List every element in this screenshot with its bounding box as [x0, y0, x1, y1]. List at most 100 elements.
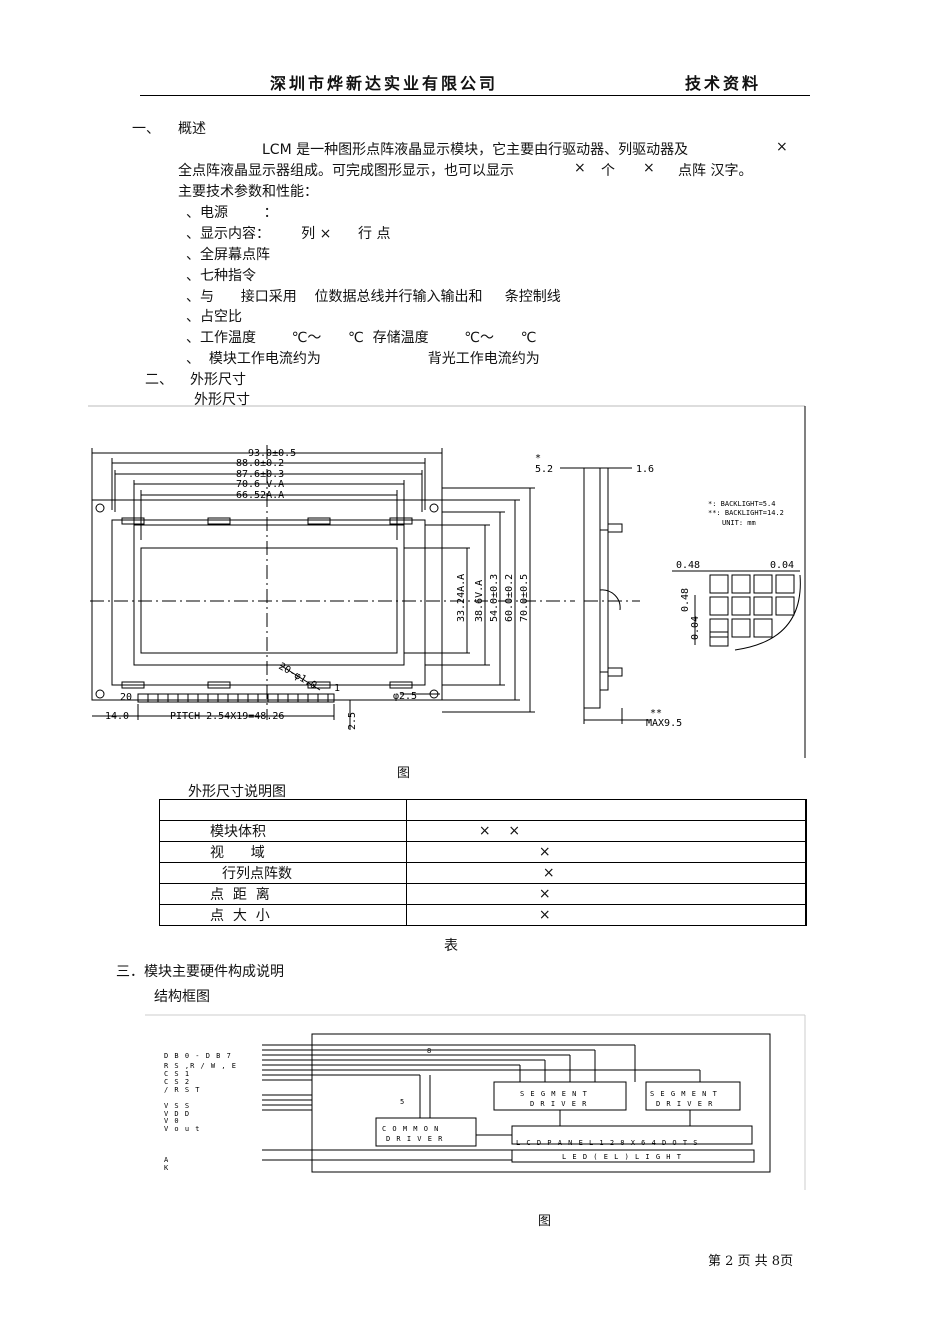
page-footer: 第 2 页 共 8页: [708, 1254, 794, 1269]
section1-para-line3: 主要技术参数和性能：: [178, 184, 318, 200]
header-rule: [140, 95, 810, 96]
table-row: 视 域 ×: [159, 840, 807, 863]
dim-label: 88.0±0.2: [236, 458, 284, 469]
pin-name: A: [164, 1156, 169, 1164]
pixel-dim: 0.04: [690, 616, 701, 640]
spec-item: 、占空比: [186, 309, 242, 325]
section1-heading: 概述: [178, 121, 206, 137]
pixel-dim: 0.04: [770, 560, 794, 571]
spec-item: 、显示内容： 列 × 行 点: [186, 226, 391, 242]
dim-label: MAX9.5: [646, 718, 682, 729]
led-light-label: L E D ( E L ) L I G H T: [562, 1153, 682, 1161]
section1-para-line1: LCM 是一种图形点阵液晶显示模块，它主要由行驱动器、列驱动器及: [262, 142, 689, 158]
table-cell-value: ×: [405, 903, 807, 926]
company-name: 深圳市烨新达实业有限公司: [270, 74, 499, 93]
dim-label: 2.5: [347, 712, 358, 730]
table-row: 行列点阵数 ×: [159, 861, 807, 884]
spec-item: 、电源 ：: [186, 205, 278, 221]
pin-label: 20: [120, 692, 132, 703]
section1-para-line2-x2: ×: [643, 160, 655, 176]
dim-label: 93.0±0.5: [248, 448, 296, 459]
pin-label: 1: [334, 683, 340, 694]
spec-item: 、工作温度 ℃～ ℃ 存储温度 ℃～ ℃: [186, 330, 537, 346]
dim-label: 60.0±0.2: [504, 574, 515, 622]
section1-para-line2-tail: 点阵 汉字。: [678, 163, 753, 179]
dim-label: 66.52A.A: [236, 490, 284, 501]
section2-heading: 外形尺寸: [190, 372, 246, 388]
spec-item: 、与 接口采用 位数据总线并行输入输出和 条控制线: [186, 289, 561, 305]
bus-label: 8: [427, 1047, 432, 1055]
figure-caption: 图: [397, 766, 411, 781]
dim-label: 54.0±0.3: [489, 574, 500, 622]
table-row: 点 距 离 ×: [159, 882, 807, 905]
table-cell-value: ×: [405, 861, 807, 884]
pixel-dim: 0.48: [676, 560, 700, 571]
spec-item: 、七种指令: [186, 268, 256, 284]
segment-driver-2-label: D R I V E R: [656, 1100, 713, 1108]
segment-driver-1-label: D R I V E R: [530, 1100, 587, 1108]
table-cell-value: ×: [405, 882, 807, 905]
figure-caption: 图: [538, 1214, 552, 1229]
pixel-dim: 0.48: [680, 588, 691, 612]
section2-subheading: 外形尺寸: [194, 392, 250, 408]
block-diagram: D B 0 - D B 7 R S ,R / W , E C S 1 C S 2…: [145, 1014, 806, 1190]
table-caption: 表: [444, 938, 458, 954]
section2-number: 二、: [145, 372, 173, 388]
dim-label: 33.24A.A: [456, 574, 467, 622]
table-header-row: [159, 799, 807, 821]
table-cell-label: 视 域: [159, 840, 407, 863]
table-cell-value: × ×: [405, 819, 807, 842]
dim-label: 70.0±0.5: [519, 574, 530, 622]
doc-type-label: 技术资料: [685, 74, 762, 93]
table-cell-label: 模块体积: [159, 819, 407, 842]
table-row: 模块体积 × ×: [159, 819, 807, 842]
dimension-table: 模块体积 × × 视 域 × 行列点阵数 × 点 距 离 × 点 大 小 ×: [159, 799, 807, 926]
table-cell-label: 点 大 小: [159, 903, 407, 926]
dim-label: PITCH 2.54X19=48.26: [170, 711, 284, 722]
section1-para-line2-ge: 个: [601, 163, 615, 179]
dim-label: 1.6: [636, 464, 654, 475]
table-cell-label: 行列点阵数: [159, 861, 407, 884]
dim-label: 70.6 V.A: [236, 479, 284, 490]
pin-name: V D D: [164, 1110, 190, 1118]
pin-name: / R S T: [164, 1086, 201, 1094]
pin-name: D B 0 - D B 7: [164, 1052, 232, 1060]
section1-para-line2: 全点阵液晶显示器组成。可完成图形显示，也可以显示: [178, 163, 514, 179]
section1-number: 一、: [132, 121, 160, 137]
dim-label: 14.0: [105, 711, 129, 722]
common-driver-label: C O M M O N: [382, 1125, 439, 1133]
section1-para-line2-x1: ×: [574, 160, 586, 176]
section3-heading: 三．模块主要硬件构成说明: [116, 964, 284, 980]
dim-label: 87.6±0.3: [236, 469, 284, 480]
dim-label: **: [650, 708, 662, 719]
outline-drawing: 93.0±0.5 88.0±0.2 87.6±0.3 70.6 V.A 66.5…: [88, 405, 806, 758]
pin-name: V 0: [164, 1117, 180, 1125]
table-row: 点 大 小 ×: [159, 903, 807, 926]
pin-name: V o u t: [164, 1125, 201, 1133]
section1-para-line1-tail: ×: [776, 139, 788, 155]
segment-driver-2-label: S E G M E N T: [650, 1090, 718, 1098]
spec-item: 、 模块工作电流约为 背光工作电流约为: [186, 351, 540, 367]
table-cell-value: ×: [405, 840, 807, 863]
pin-label: 20-φ1.0: [277, 661, 319, 692]
drawing-note: *: BACKLIGHT=5.4: [708, 500, 775, 508]
bus-label: 5: [400, 1098, 405, 1106]
segment-driver-1-label: S E G M E N T: [520, 1090, 588, 1098]
table-title: 外形尺寸说明图: [188, 784, 286, 800]
spec-item: 、全屏幕点阵: [186, 247, 270, 263]
pin-name: C S 1: [164, 1070, 190, 1078]
pin-label: φ2.5: [393, 691, 417, 702]
section3-subheading: 结构框图: [154, 989, 210, 1005]
dim-label: 38.6V.A: [474, 580, 485, 622]
pin-name: R S ,R / W , E: [164, 1062, 237, 1070]
dim-label: *: [535, 453, 541, 464]
pin-name: V S S: [164, 1102, 190, 1110]
common-driver-label: D R I V E R: [386, 1135, 443, 1143]
drawing-note: **: BACKLIGHT=14.2: [708, 509, 784, 517]
lcd-panel-label: L C D P A N E L 1 2 8 X 6 4 D O T S: [516, 1139, 699, 1147]
pin-name: C S 2: [164, 1078, 190, 1086]
table-cell-label: 点 距 离: [159, 882, 407, 905]
dim-label: 5.2: [535, 464, 553, 475]
pin-name: K: [164, 1164, 169, 1172]
drawing-note: UNIT: mm: [722, 519, 756, 527]
